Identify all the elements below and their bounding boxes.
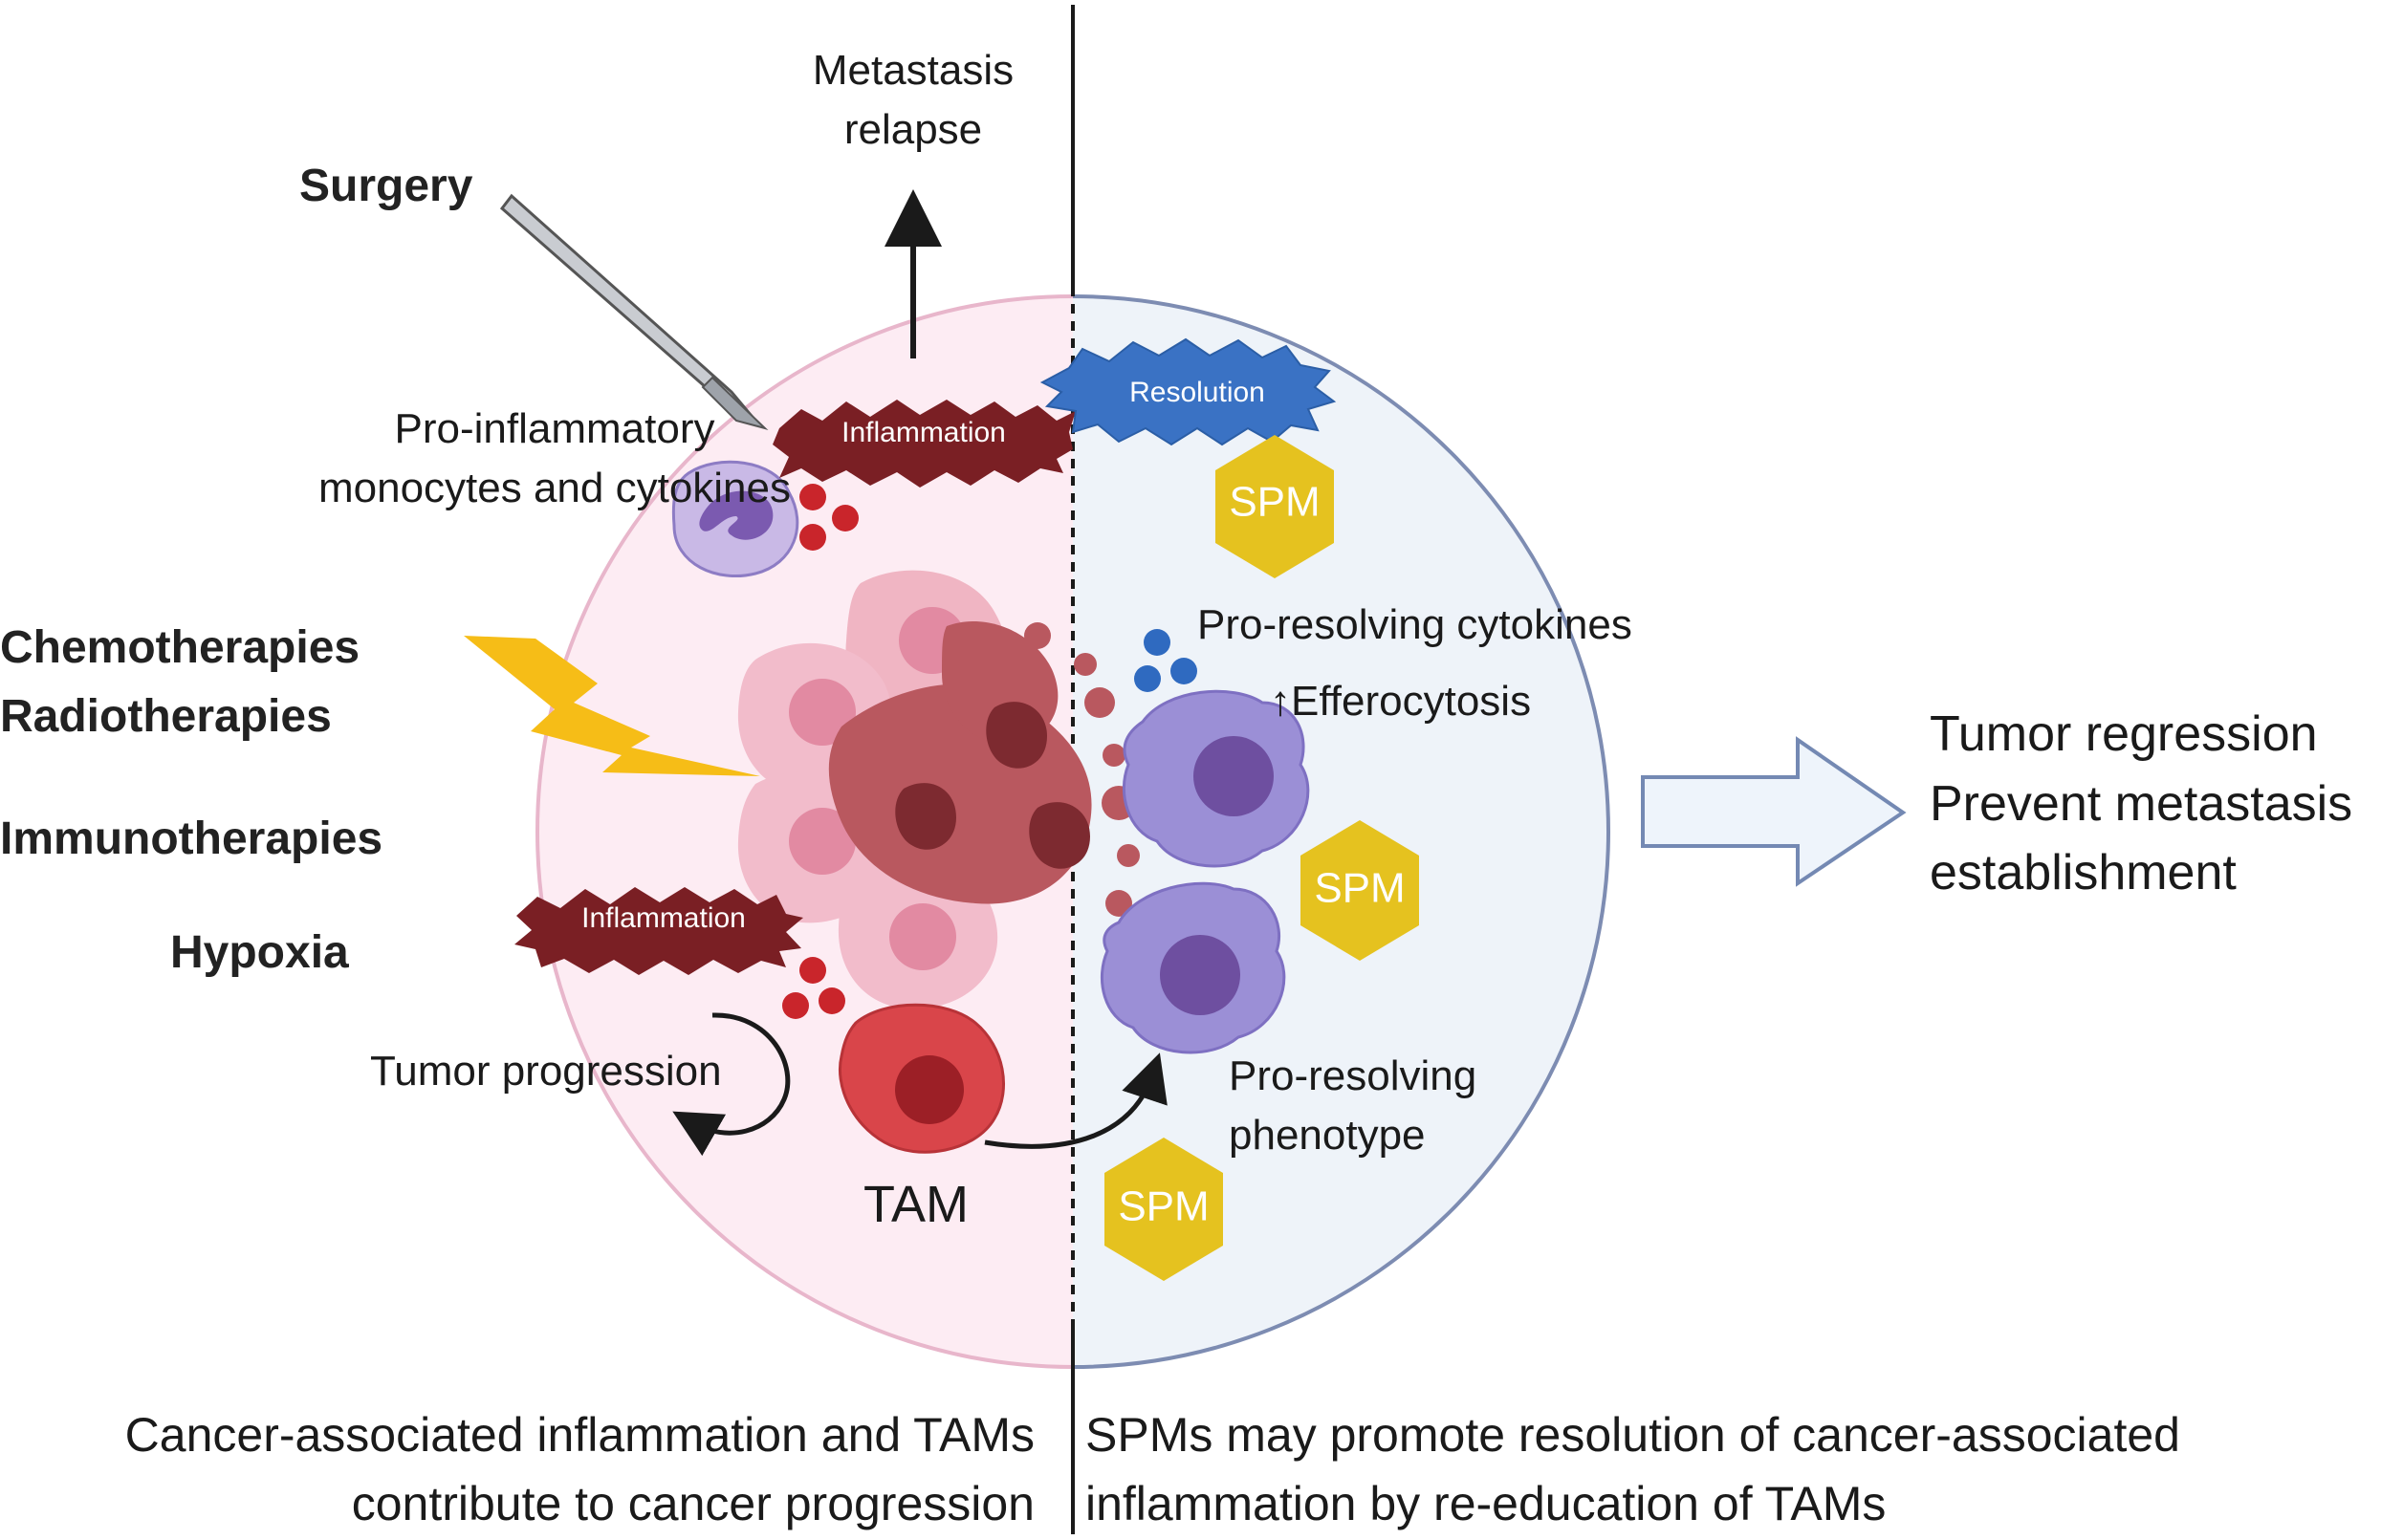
inflammation-left-burst: Inflammation bbox=[514, 887, 803, 975]
inflammation-top-label: Inflammation bbox=[841, 417, 1006, 448]
pro-resolving-macrophage-lower bbox=[1100, 881, 1286, 1054]
tumor-progression-loop-arrow bbox=[672, 1012, 791, 1157]
spm-label-3: SPM bbox=[1118, 1183, 1209, 1230]
spm-hexagon-3: SPM bbox=[1104, 1138, 1223, 1281]
monocyte-icon bbox=[671, 460, 799, 578]
spm-label-2: SPM bbox=[1314, 865, 1405, 912]
radiotherapies-label: Radiotherapies bbox=[0, 691, 332, 742]
red-cytokines-lower bbox=[782, 957, 845, 1019]
outcome-arrow bbox=[1641, 736, 1907, 887]
outcome-label-line2: Prevent metastasis bbox=[1930, 776, 2352, 832]
spm-hexagon-2: SPM bbox=[1300, 820, 1419, 961]
outcome-label-line3: establishment bbox=[1930, 845, 2237, 900]
left-caption-line2: contribute to cancer progression bbox=[352, 1477, 1035, 1530]
efferocytosis-label: ↑Efferocytosis bbox=[1270, 678, 1531, 725]
spm-hexagon-1: SPM bbox=[1215, 435, 1334, 578]
pro-resolving-macrophage-upper bbox=[1122, 689, 1310, 868]
pro-resolving-cytokines-label: Pro-resolving cytokines bbox=[1197, 601, 1632, 648]
tam-reeducation-arrow bbox=[984, 1052, 1168, 1149]
chemotherapies-label: Chemotherapies bbox=[0, 622, 360, 673]
resolution-label: Resolution bbox=[1129, 377, 1265, 408]
right-caption-line1: SPMs may promote resolution of cancer-as… bbox=[1085, 1408, 2180, 1462]
pro-resolving-phenotype-label-line2: phenotype bbox=[1229, 1112, 1426, 1159]
outcome-label-line1: Tumor regression bbox=[1930, 706, 2318, 762]
lightning-bolt-icon bbox=[464, 636, 760, 776]
pro-inflammatory-label-line1: Pro-inflammatory bbox=[395, 405, 715, 452]
hypoxia-label: Hypoxia bbox=[170, 927, 349, 978]
metastasis-label-line1: Metastasis bbox=[813, 47, 1014, 94]
inflammation-top-burst: Inflammation bbox=[773, 400, 1076, 488]
surgery-label: Surgery bbox=[299, 161, 473, 211]
pro-inflammatory-cytokines-icon bbox=[799, 484, 859, 551]
tumor-progression-label: Tumor progression bbox=[370, 1048, 722, 1095]
spm-label-1: SPM bbox=[1229, 479, 1320, 526]
pro-resolving-phenotype-label-line1: Pro-resolving bbox=[1229, 1052, 1476, 1099]
immunotherapies-label: Immunotherapies bbox=[0, 813, 382, 864]
inflammation-left-label: Inflammation bbox=[581, 902, 746, 934]
metastasis-label-line2: relapse bbox=[844, 106, 982, 153]
tam-cell bbox=[839, 1003, 1006, 1154]
right-caption-line2: inflammation by re-education of TAMs bbox=[1085, 1477, 1886, 1530]
pro-resolving-cytokines-icon bbox=[1134, 629, 1197, 692]
tumor-mass bbox=[737, 570, 1140, 1009]
left-caption-line1: Cancer-associated inflammation and TAMs bbox=[125, 1408, 1035, 1462]
scalpel-icon bbox=[499, 193, 769, 430]
tam-label: TAM bbox=[863, 1176, 969, 1233]
resolution-burst: Resolution bbox=[1039, 337, 1337, 446]
pro-inflammatory-label-line2: monocytes and cytokines bbox=[318, 465, 791, 511]
